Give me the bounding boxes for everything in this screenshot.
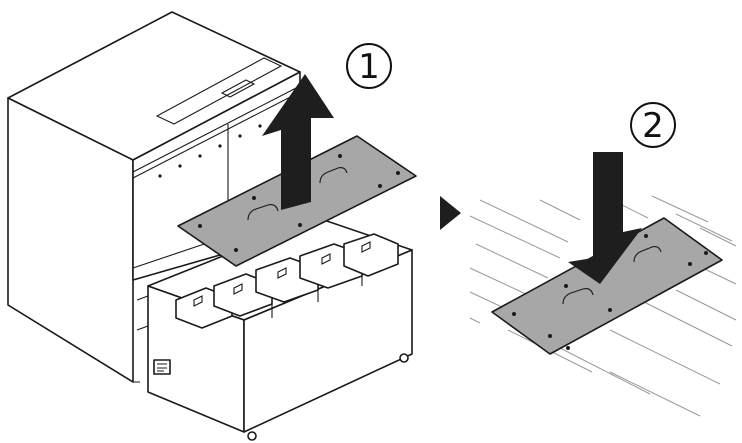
warning-label-icon (154, 360, 170, 374)
screw (158, 174, 161, 177)
drawer-rail (137, 296, 148, 300)
step-1-number: 1 (358, 47, 380, 87)
screw (258, 124, 261, 127)
step-2-marker: 2 (631, 103, 675, 147)
step-1-marker: 1 (347, 44, 391, 88)
screw (218, 144, 221, 147)
caster-wheel (248, 432, 256, 440)
step-2-number: 2 (642, 106, 664, 146)
screw (238, 134, 241, 137)
drawer-rail (137, 326, 148, 330)
screw (198, 154, 201, 157)
screw (178, 164, 181, 167)
caster-wheel (400, 354, 408, 362)
next-step-triangle-icon (440, 196, 461, 230)
